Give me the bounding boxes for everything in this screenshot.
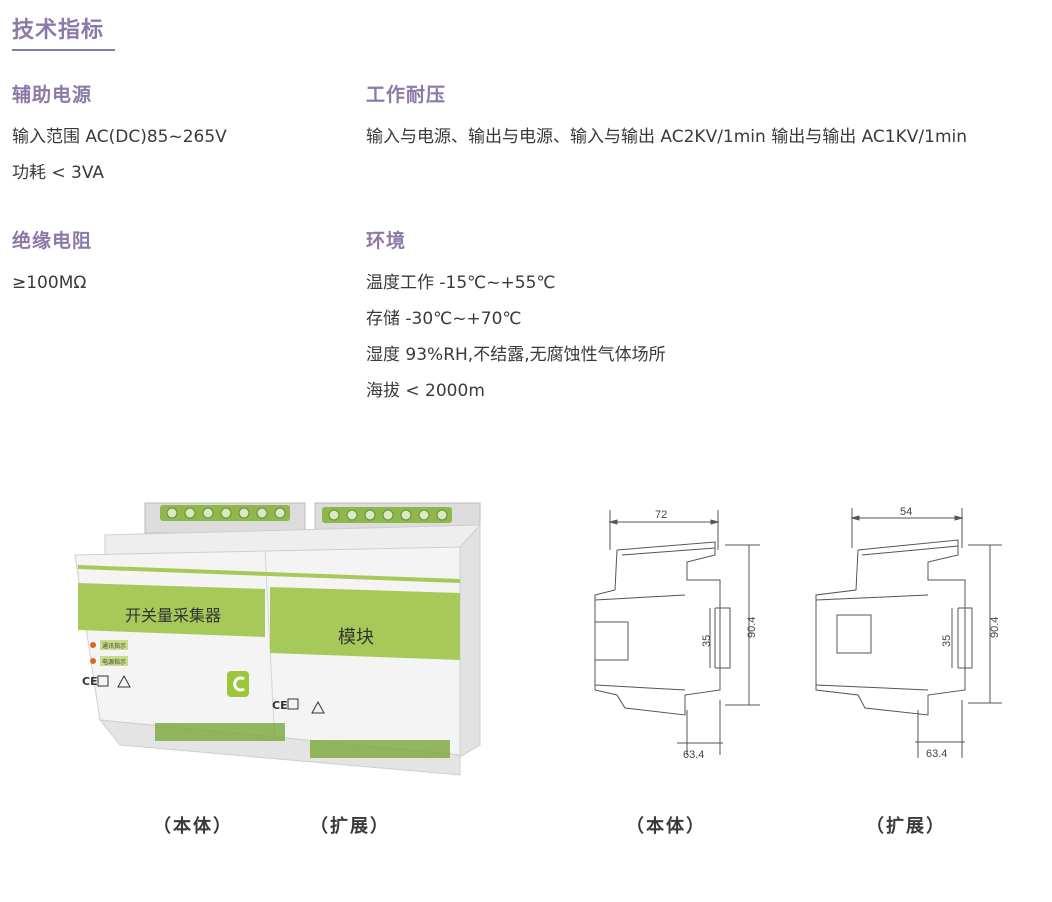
ce-mark-right: CE: [272, 699, 288, 712]
caption-drawing-ext: （扩展）: [866, 816, 946, 837]
double-insulation-icon: [97, 675, 109, 687]
double-insulation-icon-ext: [287, 698, 299, 710]
bottom-terminal-right: [310, 740, 450, 758]
insulation-heading: 绝缘电阻: [12, 230, 93, 252]
ext-green-band: [270, 587, 460, 660]
env-temperature: 温度工作 -15℃~+55℃: [366, 273, 556, 293]
aux-power-section: 辅助电源 输入范围 AC(DC)85~265V 功耗 < 3VA: [12, 80, 227, 191]
dimension-drawing-ext: 54 90.4 35 63.4: [815, 506, 1002, 760]
brand-logo-icon: [227, 671, 249, 697]
main-green-band: [78, 583, 265, 637]
caption-drawing-main: （本体）: [626, 816, 706, 837]
dim-height-main: 90.4: [746, 617, 758, 638]
warning-icon-ext: [311, 700, 325, 714]
ext-module-label: 模块: [338, 627, 374, 648]
insulation-value: ≥100MΩ: [12, 273, 87, 293]
power-led-label: 电源指示: [102, 658, 126, 666]
power-led-icon: [90, 658, 96, 664]
aux-power-heading: 辅助电源: [12, 84, 93, 106]
environment-section: 环境 温度工作 -15℃~+55℃ 存储 -30℃~+70℃ 湿度 93%RH,…: [366, 226, 666, 409]
title-underline: [12, 49, 115, 51]
aux-power-range: 输入范围 AC(DC)85~265V: [12, 127, 227, 147]
dim-depth-ext: 63.4: [926, 748, 947, 760]
ce-mark-left: CE: [82, 675, 98, 688]
dim-rail-ext: 35: [941, 635, 953, 647]
dimension-drawing-main: 72 90.4 35 63.4: [594, 509, 760, 761]
dim-height-ext: 90.4: [989, 617, 1001, 638]
dim-depth-main: 63.4: [683, 749, 704, 761]
withstand-voltage-text: 输入与电源、输出与电源、输入与输出 AC2KV/1min 输出与输出 AC1KV…: [366, 127, 968, 147]
page-title: 技术指标: [12, 18, 105, 43]
warning-icon: [117, 674, 131, 688]
environment-heading: 环境: [366, 230, 407, 252]
caption-photo-main: （本体）: [153, 816, 233, 837]
withstand-voltage-heading: 工作耐压: [366, 84, 447, 106]
bottom-terminal-left: [155, 723, 285, 741]
withstand-voltage-section: 工作耐压 输入与电源、输出与电源、输入与输出 AC2KV/1min 输出与输出 …: [366, 80, 967, 155]
main-module-label: 开关量采集器: [125, 606, 221, 625]
caption-photo-ext: （扩展）: [310, 816, 390, 837]
env-storage: 存储 -30℃~+70℃: [366, 309, 522, 329]
dim-rail-main: 35: [701, 635, 713, 647]
env-altitude: 海拔 < 2000m: [366, 381, 485, 401]
dim-width-main: 72: [655, 509, 667, 521]
env-humidity: 湿度 93%RH,不结露,无腐蚀性气体场所: [366, 345, 666, 365]
dim-width-ext: 54: [900, 506, 912, 518]
comm-led-icon: [90, 642, 96, 648]
aux-power-consumption: 功耗 < 3VA: [12, 163, 105, 183]
insulation-section: 绝缘电阻 ≥100MΩ: [12, 226, 92, 301]
product-photo: 开关量采集器 模块 通讯指示 电源指示 CE CE: [74, 502, 481, 776]
comm-led-label: 通讯指示: [102, 642, 126, 650]
